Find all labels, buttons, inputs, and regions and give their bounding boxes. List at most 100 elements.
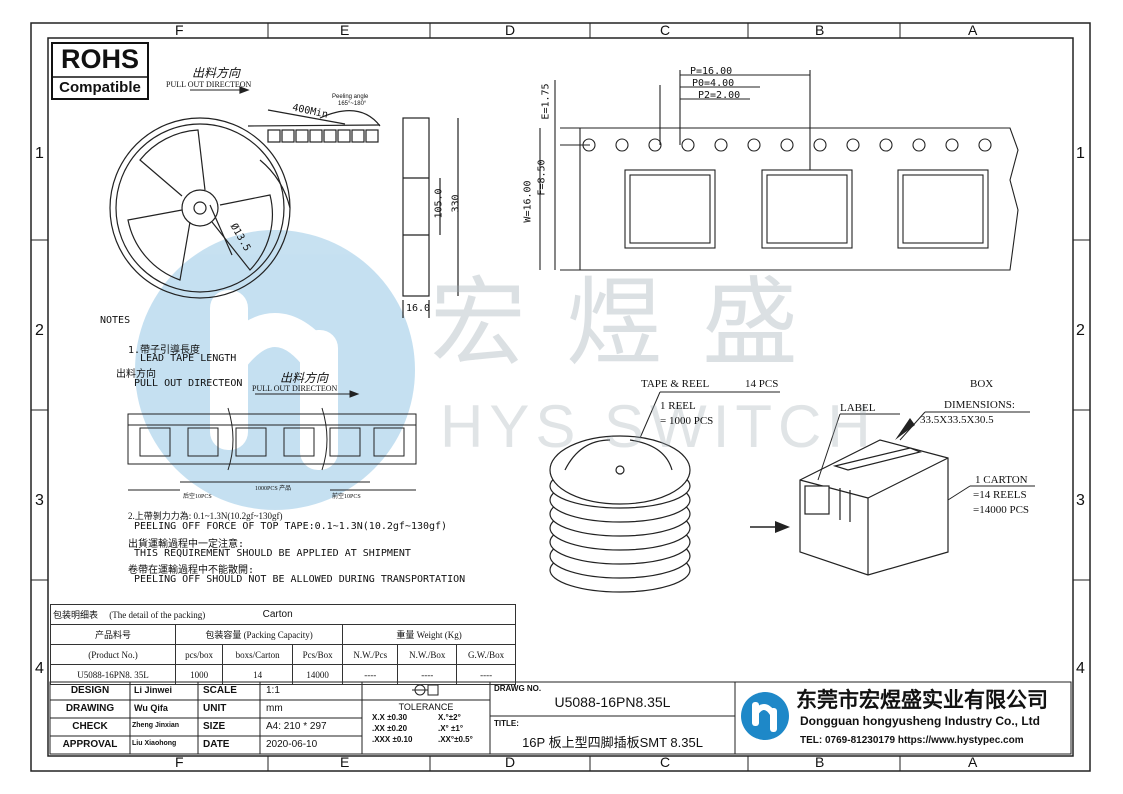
- zone-col-f-top: F: [175, 22, 184, 38]
- note1-en: LEAD TAPE LENGTH: [140, 353, 237, 364]
- dim-16: 16.0: [406, 303, 431, 314]
- row-nw-box: ----: [397, 664, 458, 685]
- zone-row-1-right: 1: [1076, 145, 1085, 162]
- notes-title: NOTES: [100, 315, 131, 326]
- tol-1b: X.°±2°: [438, 713, 461, 722]
- title-block-grid: [49, 681, 1072, 755]
- note1-pull-en: PULL OUT DIRECTEON: [134, 378, 243, 389]
- row-pcs-box: 1000: [174, 664, 224, 685]
- pitch-p0-label: P0=4.00: [692, 78, 735, 89]
- note3-cn: 出貨運輸過程中一定注意:: [128, 539, 245, 550]
- zone-col-b-bottom: B: [815, 754, 825, 770]
- date-label: DATE: [203, 739, 230, 750]
- col-pcs-box: pcs/box: [174, 644, 224, 665]
- size-label: SIZE: [203, 721, 226, 732]
- zone-row-1-left: 1: [35, 145, 44, 162]
- dim-w-label: W=16.00: [522, 180, 534, 223]
- tape-reel-count: 14 PCS: [745, 378, 779, 390]
- size-value: A4: 210 * 297: [266, 721, 327, 732]
- product-cn: 产品料号: [50, 624, 176, 645]
- zone-row-3-left: 3: [35, 492, 44, 509]
- col-gw-box: G.W./Box: [456, 644, 516, 665]
- company-logo: [741, 692, 789, 740]
- design-value: Li Jinwei: [134, 685, 173, 695]
- packing-table: 包装明细表 (The detail of the packing) Carton…: [49, 604, 516, 685]
- note3-en: THIS REQUIREMENT SHOULD BE APPLIED AT SH…: [134, 548, 411, 559]
- lead-tape-strip: [127, 390, 417, 491]
- packing-carton: Carton: [222, 604, 516, 625]
- reel-pull-en: PULL OUT DIRECTEON: [166, 80, 252, 89]
- scale-value: 1:1: [266, 685, 280, 696]
- tol-3a: .XXX ±0.10: [372, 735, 413, 744]
- design-label: DESIGN: [70, 685, 110, 696]
- col-pcs-per-box: Pcs/Box: [292, 644, 344, 665]
- tol-3b: .XX°±0.5°: [438, 735, 473, 744]
- company-cn: 东莞市宏煜盛实业有限公司: [796, 689, 1048, 712]
- carton-reels: =14 REELS: [973, 489, 1027, 501]
- weight-header: 重量 Weight (Kg): [342, 624, 516, 645]
- zone-row-3-right: 3: [1076, 492, 1085, 509]
- note4-en: PEELING OFF SHOULD NOT BE ALLOWED DURING…: [134, 574, 466, 585]
- packing-title-cn: 包装明细表: [53, 610, 99, 620]
- col-nw-pcs: N.W./Pcs: [342, 644, 399, 665]
- capacity-header: 包装容量 (Packing Capacity): [174, 624, 344, 645]
- reel-pull-cn: 出料方向: [192, 66, 241, 80]
- tape-reel-label: TAPE & REEL: [641, 378, 710, 390]
- zone-row-2-left: 2: [35, 322, 44, 339]
- zone-row-4-right: 4: [1076, 660, 1085, 677]
- zone-col-f-bottom: F: [175, 754, 184, 770]
- strip-mid-label: 1000PCS 产品: [255, 486, 292, 492]
- box-dimensions-label: DIMENSIONS:: [944, 399, 1015, 411]
- dim-e-label: E=1.75: [540, 83, 552, 120]
- strip-right-label: 前空10PCS: [332, 494, 361, 500]
- carton-pcs: =14000 PCS: [973, 504, 1030, 516]
- note4-cn: 卷帶在運輸過程中不能散開:: [128, 565, 255, 576]
- packing-title-en: (The detail of the packing): [109, 610, 206, 620]
- rohs-title: ROHS: [60, 44, 139, 74]
- pitch-p-label: P=16.00: [690, 66, 733, 77]
- reel-pcs-label: = 1000 PCS: [660, 415, 714, 427]
- unit-value: mm: [266, 703, 283, 714]
- tol-2b: .X° ±1°: [438, 724, 464, 733]
- dim-105: 105.0: [433, 188, 445, 219]
- tol-1a: X.X ±0.30: [372, 713, 408, 722]
- zone-col-d-top: D: [505, 22, 516, 38]
- row-gw-box: ----: [456, 664, 516, 685]
- row-pcs-per-box: 14000: [292, 664, 344, 685]
- note1-pull-cn: 出料方向: [116, 369, 156, 380]
- dim-330: 330: [450, 194, 462, 213]
- drawing-value: Wu Qifa: [134, 703, 168, 713]
- carton-label: 1 CARTON: [975, 474, 1028, 486]
- zone-col-c-top: C: [660, 22, 671, 38]
- zone-col-e-bottom: E: [340, 754, 350, 770]
- pitch-p2-label: P2=2.00: [698, 90, 741, 101]
- reel-one-label: 1 REEL: [660, 400, 696, 412]
- rohs-subtitle: Compatible: [59, 79, 141, 96]
- date-value: 2020-06-10: [266, 739, 318, 750]
- unit-label: UNIT: [203, 703, 227, 714]
- note2-en: PEELING OFF FORCE OF TOP TAPE:0.1~1.3N(1…: [134, 521, 448, 532]
- carton-box: [799, 439, 949, 576]
- tolerance-title: TOLERANCE: [398, 702, 454, 712]
- zone-col-b-top: B: [815, 22, 825, 38]
- peeling-angle-range: 165°~180°: [338, 101, 367, 107]
- check-label: CHECK: [72, 721, 108, 732]
- row-nw-pcs: ----: [342, 664, 399, 685]
- check-value: Zheng Jinxian: [132, 722, 180, 729]
- row-product: U5088-16PN8. 35L: [50, 664, 176, 685]
- tol-2a: .XX ±0.20: [372, 724, 408, 733]
- approval-value: Liu Xiaohong: [132, 740, 177, 747]
- box-label: BOX: [970, 378, 994, 390]
- strip-pull-cn: 出料方向: [280, 371, 329, 385]
- label-callout: LABEL: [840, 402, 876, 414]
- strip-left-label: 后空10PCS: [183, 494, 212, 500]
- carrier-tape-view: [539, 70, 1019, 271]
- reel-stack: [549, 435, 691, 593]
- zone-row-2-right: 2: [1076, 322, 1085, 339]
- col-boxs-carton: boxs/Carton: [222, 644, 294, 665]
- dim-f-label: F=8.50: [536, 159, 548, 196]
- zone-col-e-top: E: [340, 22, 350, 38]
- col-nw-box: N.W./Box: [397, 644, 458, 665]
- row-boxs-carton: 14: [222, 664, 294, 685]
- title-value: 16P 板上型四脚插板SMT 8.35L: [522, 735, 703, 750]
